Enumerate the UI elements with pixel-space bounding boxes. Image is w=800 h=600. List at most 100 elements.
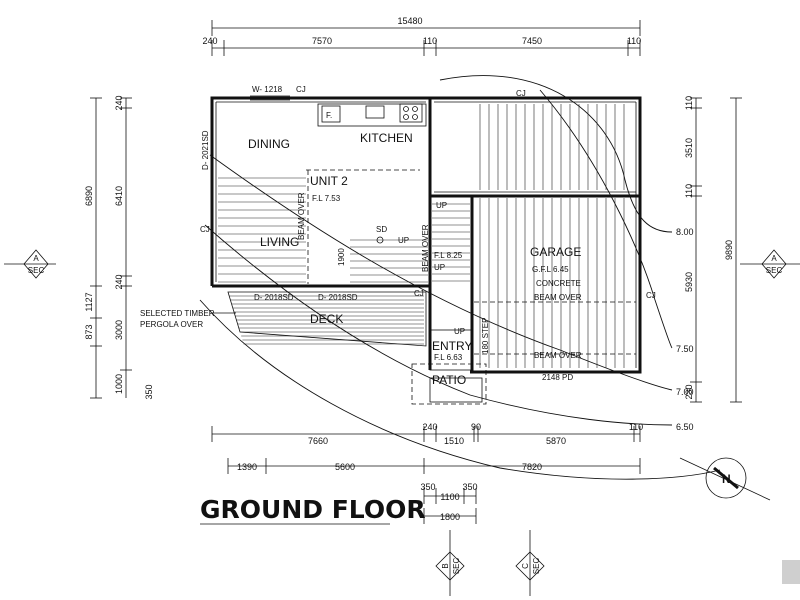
dim-right-110a: 110 [684, 96, 694, 110]
smoke-detector-icon [376, 236, 384, 244]
stair-dim: 1900 [337, 248, 346, 266]
contour-label-6-50: 6.50 [676, 422, 694, 432]
cj-tag-right: CJ [646, 291, 656, 300]
garage-rafters [479, 104, 625, 368]
dim-right-110b: 110 [684, 184, 694, 198]
dim-left-inner-240b: 240 [114, 274, 124, 289]
dim-top-seg-4: 7450 [522, 36, 542, 46]
label-stair-fl: F.L 8.25 [434, 251, 463, 260]
section-left-label: SEC [28, 266, 45, 275]
door-tag-left: D- 2021SD [201, 130, 210, 170]
beam-over-garage-2: BEAM OVER [534, 351, 582, 360]
cj-tag-deck: CJ [414, 289, 424, 298]
dim-bottom-90: 90 [471, 422, 481, 432]
dim-bottom-7820: 7820 [522, 462, 542, 472]
contour-label-7-00: 7.00 [676, 387, 694, 397]
dim-bottom-1100: 1100 [440, 492, 459, 502]
up-tag-1: UP [398, 236, 409, 245]
unit-floor-hatching [218, 177, 306, 283]
dim-bottom-5870: 5870 [546, 436, 566, 446]
cj-tag-1: CJ [296, 85, 306, 94]
dim-bottom-1390: 1390 [237, 462, 257, 472]
pergola-note-1: SELECTED TIMBER [140, 309, 215, 318]
annotations: W- 1218 CJ CJ CJ CJ CJ F. D- 2021SD D- 2… [140, 85, 656, 382]
dim-right-230: 230 [684, 384, 694, 399]
section-marker-b: B SEC [435, 530, 465, 596]
up-tag-3: UP [436, 201, 447, 210]
dim-left-1127: 1127 [84, 292, 94, 311]
section-marker-right: A SEC [740, 249, 800, 279]
window-tag: W- 1218 [252, 85, 283, 94]
contour-label-7-50: 7.50 [676, 344, 694, 354]
dim-top-seg-5: 110 [627, 36, 641, 46]
dim-left-6890: 6890 [84, 186, 94, 206]
label-dining: DINING [248, 137, 290, 151]
label-kitchen: KITCHEN [360, 131, 413, 145]
label-garage-fl: G.F.L 6.45 [532, 265, 569, 274]
dim-top-seg-3: 110 [423, 36, 437, 46]
dim-bottom-1510: 1510 [444, 436, 464, 446]
up-tag-2: UP [434, 263, 445, 272]
dim-bottom-5600: 5600 [335, 462, 355, 472]
top-dimensions: 15480 240 7570 110 7450 110 [202, 16, 641, 56]
beam-over-vertical-1: BEAM OVER [297, 192, 306, 240]
beam-over-vertical-2: BEAM OVER [421, 224, 430, 272]
fridge-tag: F. [326, 111, 332, 120]
garage-door-tag: 2148 PD [542, 373, 573, 382]
contour-label-8-00: 8.00 [676, 227, 694, 237]
dim-top-seg-2: 7570 [312, 36, 332, 46]
pergola-note-2: PERGOLA OVER [140, 320, 203, 329]
label-garage: GARAGE [530, 245, 581, 259]
cj-tag-2: CJ [516, 89, 526, 98]
section-marker-left: A SEC [4, 249, 56, 279]
label-concrete: CONCRETE [536, 279, 581, 288]
right-dimensions: 110 3510 110 5930 230 9890 [684, 96, 742, 403]
dim-bottom-110: 110 [629, 422, 643, 432]
plan-walls [210, 95, 642, 405]
dim-bottom-7660: 7660 [308, 436, 328, 446]
smoke-detector-tag: SD [376, 225, 387, 234]
dim-bottom-350b: 350 [462, 482, 477, 492]
label-unit-fl: F.L 7.53 [312, 194, 341, 203]
section-c-label: SEC [532, 558, 541, 575]
dim-left-1000: 1000 [114, 374, 124, 394]
section-right-letter: A [771, 254, 777, 263]
left-dimensions: 6890 1127 873 1000 350 240 6410 240 3000 [84, 95, 154, 399]
section-c-letter: C [521, 563, 530, 569]
dim-bottom-1800: 1800 [440, 512, 460, 522]
dim-left-inner-240a: 240 [114, 95, 124, 110]
room-labels: DINING KITCHEN UNIT 2 F.L 7.53 LIVING GA… [248, 131, 581, 387]
dim-right-3510: 3510 [684, 138, 694, 158]
section-marker-c: C SEC [515, 530, 545, 596]
up-tag-4: UP [454, 327, 465, 336]
dim-bottom-350a: 350 [420, 482, 435, 492]
section-left-letter: A [33, 254, 39, 263]
dim-left-350: 350 [144, 384, 154, 399]
label-unit: UNIT 2 [310, 174, 348, 188]
section-right-label: SEC [766, 266, 783, 275]
dim-right-9890: 9890 [724, 240, 734, 260]
cj-tag-left: CJ [200, 225, 210, 234]
dim-left-inner-6410: 6410 [114, 186, 124, 206]
dim-top-total: 15480 [397, 16, 422, 26]
step-tag: 180 STEP [481, 318, 490, 354]
section-b-label: SEC [452, 558, 461, 575]
beam-over-garage-1: BEAM OVER [534, 293, 582, 302]
door-tag-deck-1: D- 2018SD [254, 293, 294, 302]
dim-top-seg-1: 240 [202, 36, 217, 46]
bottom-dimensions: 7660 240 1510 90 5870 110 1390 5600 7820… [211, 422, 643, 524]
dim-left-inner-3000: 3000 [114, 320, 124, 340]
label-deck: DECK [310, 312, 343, 326]
label-entry-fl: F.L 6.63 [434, 353, 463, 362]
stair-treads [350, 203, 470, 283]
label-living: LIVING [260, 235, 299, 249]
dim-bottom-240: 240 [422, 422, 437, 432]
dim-left-873: 873 [84, 324, 94, 339]
north-label: N [722, 472, 731, 486]
page-title: GROUND FLOOR [200, 495, 426, 524]
section-b-letter: B [441, 563, 450, 568]
label-patio: PATIO [432, 373, 466, 387]
deck-area [227, 291, 427, 347]
north-arrow-icon: N [679, 457, 771, 501]
